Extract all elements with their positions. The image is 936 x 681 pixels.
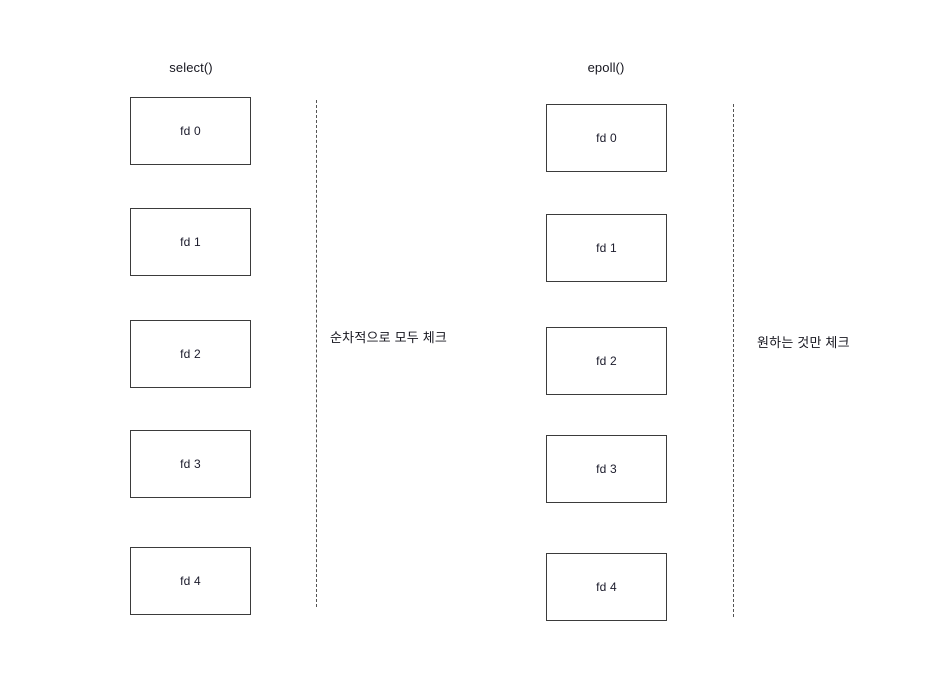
dashed-divider-select: [316, 100, 317, 607]
fd-box-label: fd 3: [596, 462, 617, 476]
column-title-epoll: epoll(): [587, 60, 625, 75]
fd-box-epoll-2: fd 2: [546, 327, 667, 395]
fd-box-epoll-3: fd 3: [546, 435, 667, 503]
fd-box-select-4: fd 4: [130, 547, 251, 615]
fd-box-label: fd 0: [596, 131, 617, 145]
annotation-epoll: 원하는 것만 체크: [757, 335, 850, 350]
fd-box-label: fd 4: [180, 574, 201, 588]
fd-box-label: fd 2: [180, 347, 201, 361]
fd-box-epoll-4: fd 4: [546, 553, 667, 621]
fd-box-select-3: fd 3: [130, 430, 251, 498]
fd-box-label: fd 0: [180, 124, 201, 138]
fd-box-select-2: fd 2: [130, 320, 251, 388]
fd-box-label: fd 4: [596, 580, 617, 594]
dashed-divider-epoll: [733, 104, 734, 617]
fd-box-select-1: fd 1: [130, 208, 251, 276]
fd-box-label: fd 2: [596, 354, 617, 368]
annotation-select: 순차적으로 모두 체크: [330, 330, 448, 345]
fd-box-label: fd 1: [180, 235, 201, 249]
fd-box-select-0: fd 0: [130, 97, 251, 165]
column-title-select: select(): [169, 60, 213, 75]
fd-box-epoll-1: fd 1: [546, 214, 667, 282]
fd-box-epoll-0: fd 0: [546, 104, 667, 172]
fd-box-label: fd 3: [180, 457, 201, 471]
fd-box-label: fd 1: [596, 241, 617, 255]
